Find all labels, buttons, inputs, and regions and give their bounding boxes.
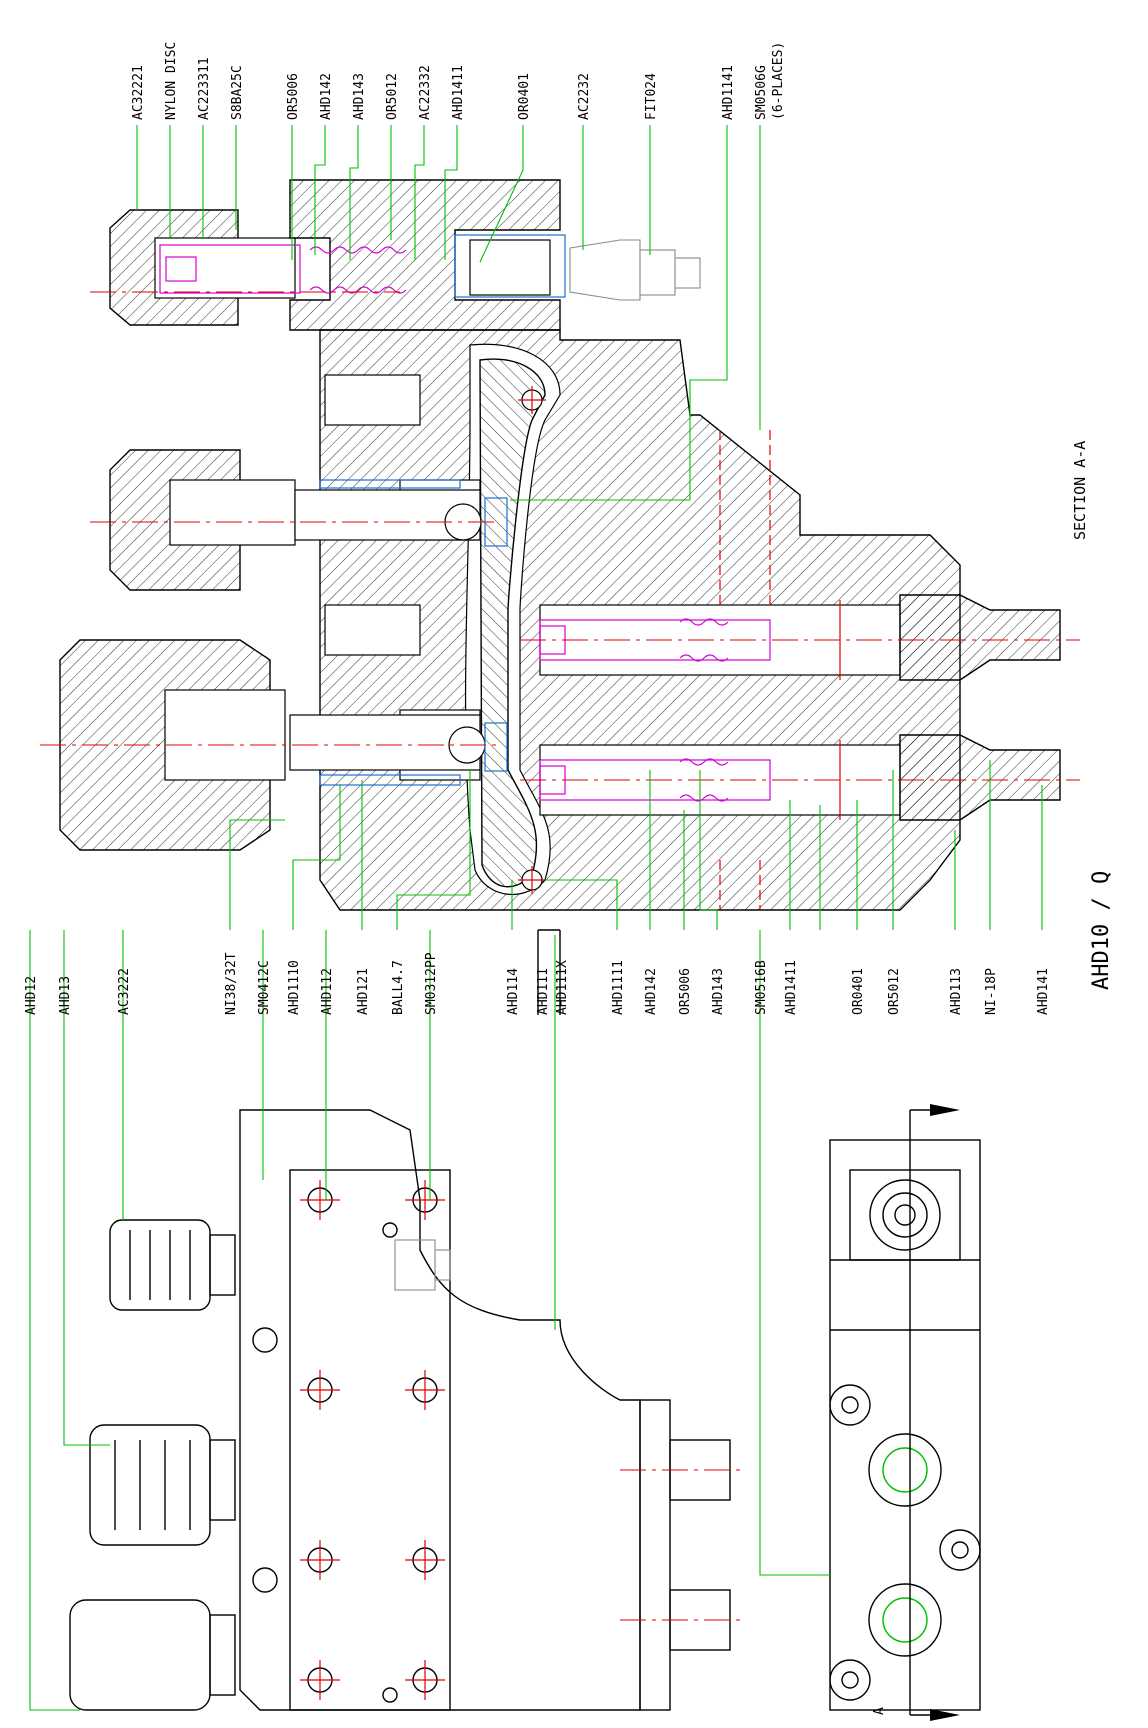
callout-ac32221: AC32221 [131,65,146,120]
end-view [829,1104,981,1721]
callout-ahd111x: AHD111X [555,960,570,1015]
callout-or5012-b: OR5012 [887,968,902,1015]
section-view [40,179,1080,911]
callout-ahd111: AHD111 [536,968,551,1015]
callout-ac3222: AC3222 [117,968,132,1015]
callout-or5006: OR5006 [286,73,301,120]
callout-or5012: OR5012 [385,73,400,120]
callout-sm0516b: SM0516B [754,960,769,1015]
callout-ahd143: AHD143 [352,73,367,120]
mid-callouts: AHD12 AHD13 AC3222 NI38/32T SM0412C AHD1… [24,929,1051,1015]
callout-fit024: FIT024 [644,73,659,120]
callout-ahd1411-b: AHD1411 [784,960,799,1015]
callout-sm0312pp: SM0312PP [424,952,439,1015]
screw-heads [252,1180,445,1703]
callout-ahd113: AHD113 [949,968,964,1015]
callout-ahd142: AHD142 [319,73,334,120]
callout-sm0506g: SM0506G [754,65,769,120]
middle-fitting-assembly [90,449,508,591]
callout-ahd1141: AHD1141 [721,65,736,120]
callout-ni-18p: NI-18P [984,968,999,1015]
valve-cartridge-lower [520,734,1080,821]
lower-fitting-assembly [40,639,508,851]
callout-ac223311: AC223311 [197,57,212,120]
section-marker-label: A [872,1707,887,1715]
section-title: SECTION A-A [1071,441,1089,540]
callout-ahd1411: AHD1411 [451,65,466,120]
callout-ahd142-b: AHD142 [644,968,659,1015]
callout-s8ba25c: S8BA25C [230,65,245,120]
top-fitting-assembly [90,179,701,331]
callout-ac2232: AC2232 [577,73,592,120]
callout-ahd1110: AHD1110 [287,960,302,1015]
top-callouts: AC32221 NYLON DISC AC223311 S8BA25C OR50… [131,42,786,120]
callout-nylon-disc: NYLON DISC [164,42,179,120]
callout-or5006-b: OR5006 [678,968,693,1015]
callout-or0401: OR0401 [517,73,532,120]
leader-lines [29,125,1043,1711]
callout-ni38-32t: NI38/32T [224,952,239,1015]
drawing-title: AHD10 / Q [1089,871,1114,990]
side-view [69,1109,745,1711]
callout-ahd1111: AHD1111 [611,960,626,1015]
callout-ball47: BALL4.7 [391,960,406,1015]
callout-ahd12: AHD12 [24,976,39,1015]
callout-ahd13: AHD13 [58,976,73,1015]
callout-ahd114: AHD114 [506,968,521,1015]
valve-cartridge-upper [520,594,1080,681]
callout-ahd141: AHD141 [1036,968,1051,1015]
callout-ahd112: AHD112 [320,968,335,1015]
callout-sm0412c: SM0412C [257,960,272,1015]
callout-ahd121: AHD121 [356,968,371,1015]
callout-6-places: (6-PLACES) [771,42,786,120]
callout-ahd143-b: AHD143 [711,968,726,1015]
callout-ac22332: AC22332 [418,65,433,120]
callout-or0401-b: OR0401 [851,968,866,1015]
